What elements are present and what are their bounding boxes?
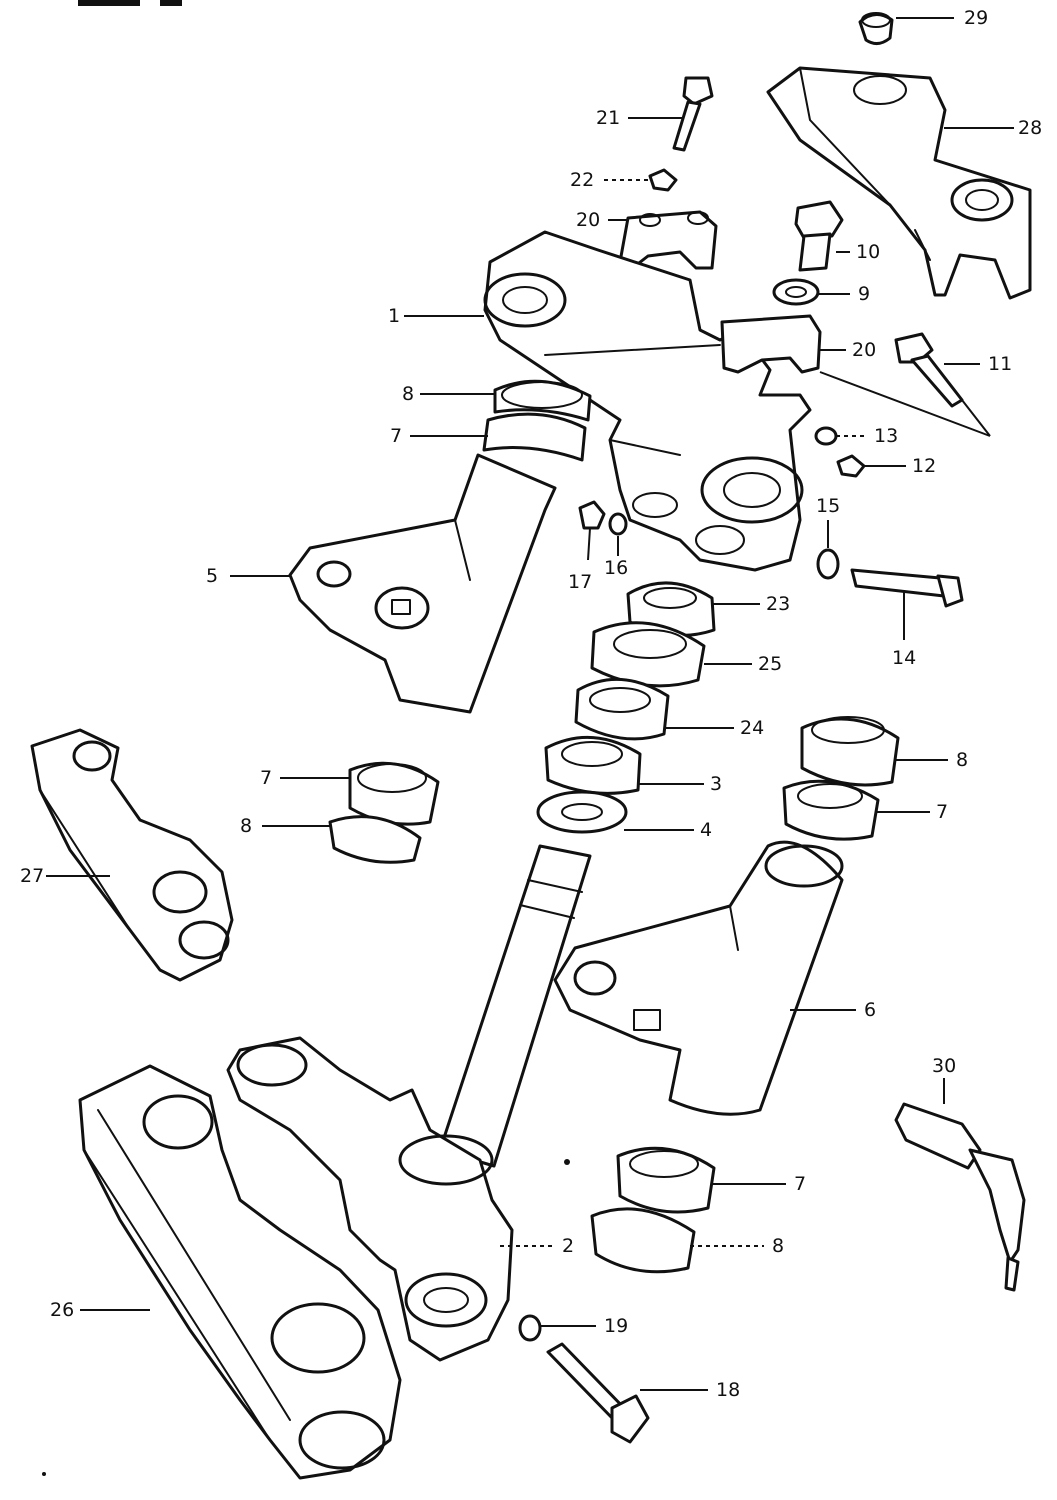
callout-9: 9	[858, 283, 870, 305]
part-17-nut	[578, 500, 606, 530]
part-19-washer	[518, 1314, 542, 1342]
callout-24: 24	[740, 717, 764, 739]
part-10-bolt	[794, 200, 844, 272]
callout-11: 11	[988, 353, 1012, 375]
callout-7-upper: 7	[390, 425, 402, 447]
part-21-bolt	[672, 76, 714, 152]
part-4-seal	[536, 790, 628, 834]
callout-8-right: 8	[956, 749, 968, 771]
callout-12: 12	[912, 455, 936, 477]
callout-13: 13	[874, 425, 898, 447]
callout-10: 10	[856, 241, 880, 263]
callout-23: 23	[766, 593, 790, 615]
part-12-nut	[836, 454, 866, 478]
part-30-key-lock	[894, 1102, 1026, 1292]
part-8-ring-upper-left	[493, 379, 592, 422]
part-2-steering-stem	[226, 844, 592, 1362]
callout-5: 5	[206, 565, 218, 587]
callout-20-upper: 20	[576, 209, 600, 231]
part-22-nut	[648, 168, 678, 192]
callout-15: 15	[816, 495, 840, 517]
callout-18: 18	[716, 1379, 740, 1401]
part-8-ring-right	[800, 716, 900, 787]
callout-28: 28	[1018, 117, 1042, 139]
callout-4: 4	[700, 819, 712, 841]
part-24-bearing	[574, 677, 670, 741]
callout-7-right: 7	[936, 801, 948, 823]
leader-lines	[46, 17, 1014, 1391]
part-7-ring-lower-right	[616, 1146, 716, 1214]
part-9-washer	[772, 278, 820, 306]
callout-30: 30	[932, 1055, 956, 1077]
callout-8-left: 8	[240, 815, 252, 837]
callout-20-lower: 20	[852, 339, 876, 361]
part-7-ring-right	[782, 779, 880, 841]
part-18-bolt	[546, 1342, 650, 1444]
part-7-ring-left	[348, 761, 440, 826]
part-26-lower-bracket	[78, 1064, 402, 1480]
part-5-fork-bracket-left	[288, 453, 557, 714]
part-7-ring-upper-left	[482, 412, 587, 462]
part-13-washer	[814, 426, 838, 446]
part-8-ring-left	[328, 815, 422, 864]
part-28-handlebar-clamp	[766, 66, 1032, 300]
callout-2: 2	[562, 1235, 574, 1257]
part-14-bolt	[850, 568, 964, 608]
part-29-cap	[858, 12, 894, 45]
callout-21: 21	[596, 107, 620, 129]
callout-27: 27	[20, 865, 44, 887]
callout-22: 22	[570, 169, 594, 191]
callout-16: 16	[604, 557, 628, 579]
part-8-ring-lower-right	[590, 1207, 696, 1274]
part-6-fork-bracket-right	[553, 840, 844, 1116]
part-11-bolt	[894, 332, 964, 408]
speck-dot	[564, 1159, 570, 1165]
callout-7-lower: 7	[794, 1173, 806, 1195]
callout-8-lower: 8	[772, 1235, 784, 1257]
speck-dot-2	[42, 1472, 46, 1476]
callout-26: 26	[50, 1299, 74, 1321]
header-marks	[78, 0, 182, 6]
callout-7-left: 7	[260, 767, 272, 789]
part-20-clamp-cap-lower	[720, 314, 822, 374]
part-20-clamp-cap-upper	[618, 210, 718, 272]
part-16-washer	[608, 512, 628, 536]
callout-8-upper: 8	[402, 383, 414, 405]
part-27-bracket	[30, 728, 234, 982]
part-15-washer	[816, 548, 840, 580]
callout-6: 6	[864, 999, 876, 1021]
callout-17: 17	[568, 571, 592, 593]
callout-19: 19	[604, 1315, 628, 1337]
callout-3: 3	[710, 773, 722, 795]
callout-1: 1	[388, 305, 400, 327]
part-1-upper-bracket	[483, 230, 812, 572]
callout-labels: 29 28 21 22 20 10 9 1 20 11 8 7 13 12 5 …	[20, 7, 1042, 1401]
part-3-bearing	[544, 735, 642, 795]
callout-25: 25	[758, 653, 782, 675]
callout-29: 29	[964, 7, 988, 29]
callout-14: 14	[892, 647, 916, 669]
